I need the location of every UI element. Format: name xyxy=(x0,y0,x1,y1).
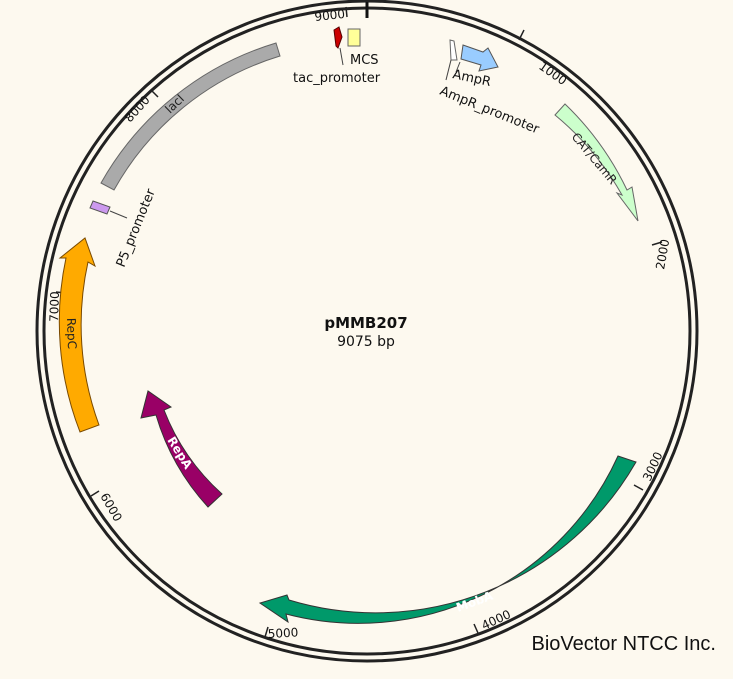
tick-mark-5000 xyxy=(264,626,269,638)
callout-line-ampr-promoter xyxy=(445,59,452,81)
tick-label-6000: 6000 xyxy=(97,491,124,524)
tick-mark-2000 xyxy=(651,241,663,246)
feature-tac-promoter xyxy=(333,26,343,49)
tick-label-1000: 1000 xyxy=(536,59,569,88)
feature-label-ampr: AmpR xyxy=(451,67,492,90)
plasmid-name: pMMB207 xyxy=(324,314,407,332)
tick-mark-1000 xyxy=(518,29,525,41)
feature-mcs xyxy=(347,28,361,47)
feature-label-p5-promoter: P5_promoter xyxy=(114,186,159,269)
feature-repa xyxy=(140,390,223,508)
feature-ampr-promoter xyxy=(449,39,458,61)
callout-line-p5-promoter xyxy=(109,210,128,219)
feature-p5-promoter xyxy=(89,200,111,215)
callout-line-tac-promoter xyxy=(339,47,344,66)
tick-label-7000: 7000 xyxy=(47,291,62,322)
tick-label-5000: 5000 xyxy=(267,625,298,641)
brand-watermark: BioVector NTCC Inc. xyxy=(531,633,716,655)
plasmid-size: 9075 bp xyxy=(337,334,395,350)
feature-repc xyxy=(58,237,100,433)
tick-mark-4000 xyxy=(473,623,479,634)
feature-label-mcs: MCS xyxy=(350,53,379,68)
feature-moba xyxy=(258,455,637,624)
feature-label-tac-promoter: tac_promoter xyxy=(293,71,381,86)
tick-mark-9000 xyxy=(345,6,348,18)
backbone-outer-ring xyxy=(35,0,699,663)
tick-label-2000: 2000 xyxy=(653,238,672,271)
feature-label-ampr-promoter: AmpR_promoter xyxy=(438,84,542,138)
callout-line-ampr xyxy=(455,61,461,73)
tick-mark-8000 xyxy=(150,89,159,98)
feature-laci xyxy=(100,42,281,191)
tick-mark-3000 xyxy=(633,484,644,491)
feature-ampr xyxy=(460,44,499,72)
feature-cat xyxy=(554,103,639,222)
feature-label-repc: RepC xyxy=(64,318,79,350)
tick-label-9000: 9000 xyxy=(314,7,346,24)
tick-mark-6000 xyxy=(90,490,100,497)
feature-label-moba: MobA xyxy=(454,588,495,614)
